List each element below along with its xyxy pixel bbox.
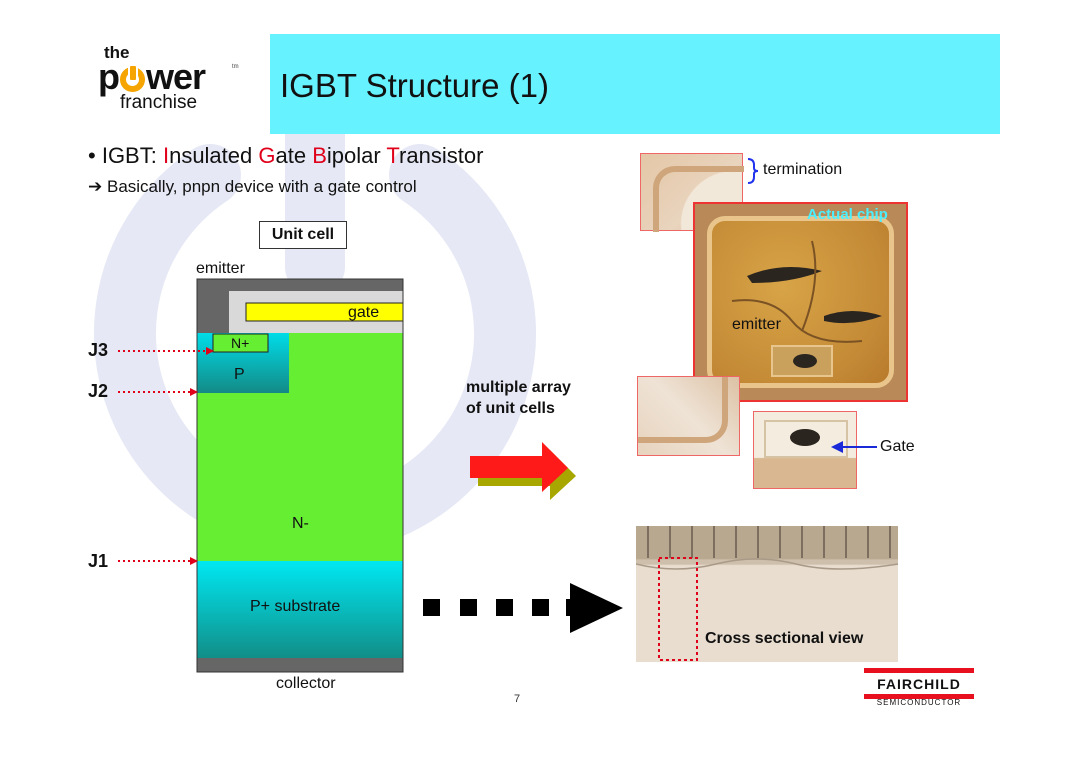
power-button-icon xyxy=(120,67,145,92)
cell-highlight-box xyxy=(658,557,698,661)
logo-tm: tm xyxy=(232,64,239,70)
gate-photo-label: Gate xyxy=(880,438,915,455)
cross-section-label: Cross sectional view xyxy=(705,630,864,647)
page-title: IGBT Structure (1) xyxy=(280,67,549,104)
n-plus-region xyxy=(212,333,269,353)
igbt-cross-section-diagram: gate N+ P N- P+ substrate J3 J2 J1 xyxy=(88,278,404,673)
collector-label: collector xyxy=(276,675,336,692)
termination-brace-icon xyxy=(747,158,759,184)
emitter-label: emitter xyxy=(196,260,245,277)
fairchild-sub: SEMICONDUCTOR xyxy=(876,698,962,707)
j3-label: J3 xyxy=(88,340,108,360)
p-substrate-label: P+ substrate xyxy=(250,598,340,615)
termination-label: termination xyxy=(763,161,843,178)
p-label: P xyxy=(234,366,245,383)
unit-cell-label: Unit cell xyxy=(259,221,347,249)
cross-section-photo xyxy=(636,526,898,662)
logo-franchise: franchise xyxy=(120,92,198,113)
j2-label: J2 xyxy=(88,381,108,401)
termination-photo xyxy=(640,153,744,232)
title-banner: IGBT Structure (1) xyxy=(270,34,1000,134)
right-arrow-icon: ➔ xyxy=(88,177,103,196)
actual-chip-label: Actual chip xyxy=(807,206,888,223)
collector-metal xyxy=(197,658,403,672)
bullet-igbt: • IGBT: Insulated Gate Bipolar Transisto… xyxy=(88,143,484,168)
emitter-contact xyxy=(197,291,229,334)
page-number: 7 xyxy=(514,693,521,705)
gate-pointer-arrow-icon xyxy=(831,441,877,453)
j1-arrowhead xyxy=(190,557,198,565)
n-minus-label: N- xyxy=(292,515,309,532)
gate-poly xyxy=(245,302,404,322)
chip-emitter-label: emitter xyxy=(732,316,781,333)
p-plus-substrate xyxy=(197,561,403,658)
j2-arrowhead xyxy=(190,388,198,396)
corner-photo xyxy=(637,376,740,456)
j1-label: J1 xyxy=(88,551,108,571)
fairchild-logo: FAIRCHILD SEMICONDUCTOR xyxy=(864,668,976,710)
n-plus-label: N+ xyxy=(231,335,249,351)
fairchild-name: FAIRCHILD xyxy=(877,676,961,692)
j3-arrowhead xyxy=(206,347,214,355)
gate-label: gate xyxy=(348,304,379,321)
actual-chip-photo xyxy=(693,202,908,402)
big-red-arrow-icon xyxy=(470,442,576,500)
multiple-array-label: multiple array of unit cells xyxy=(466,379,571,417)
bullet-pnpn: ➔ Basically, pnpn device with a gate con… xyxy=(88,177,417,196)
emitter-metal xyxy=(197,279,403,291)
dashed-arrow-icon xyxy=(423,583,623,633)
logo-the: the xyxy=(104,43,130,62)
